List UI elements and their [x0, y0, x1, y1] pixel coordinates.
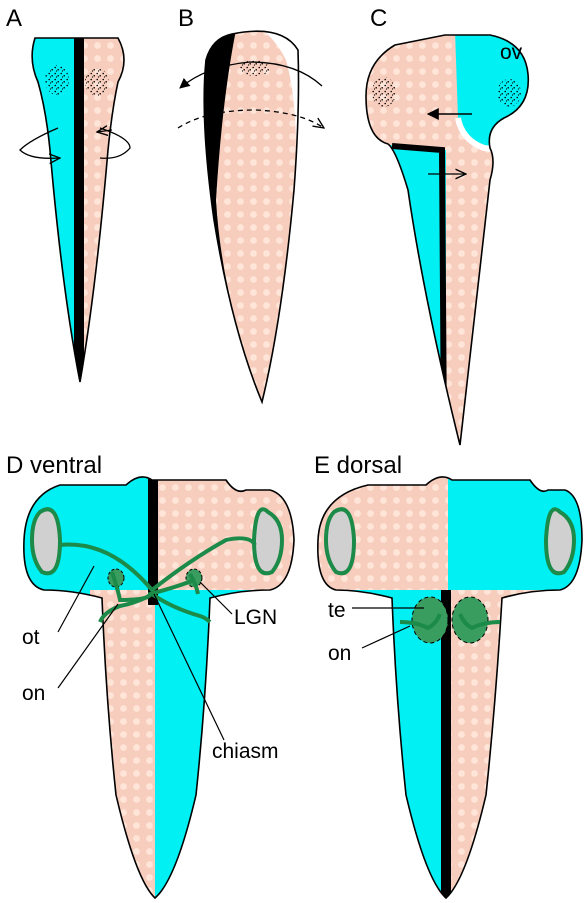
eye-left-d	[32, 509, 60, 573]
eye-field-left-a	[45, 65, 69, 95]
eye-field-left-c	[372, 77, 396, 107]
label-ov: ov	[500, 41, 523, 64]
panel-c-label: C	[370, 5, 387, 32]
panel-a-label: A	[6, 5, 22, 32]
panel-b: B	[178, 5, 324, 420]
panel-b-label: B	[178, 5, 194, 32]
midline-a	[74, 30, 84, 390]
tectum-left	[412, 597, 448, 643]
panel-d: D ventral ot on LGN chiasm	[6, 452, 305, 903]
label-lgn: LGN	[234, 606, 277, 629]
label-on-d: on	[22, 682, 45, 705]
label-on-e: on	[328, 642, 351, 665]
panel-c: C ov	[360, 5, 535, 460]
panel-d-label: D ventral	[6, 452, 102, 479]
eye-field-right-c	[497, 79, 521, 107]
label-te: te	[328, 599, 346, 622]
panel-e-label: E dorsal	[314, 452, 402, 479]
tectum-right	[452, 597, 488, 643]
label-ot: ot	[22, 626, 40, 649]
panel-e: E dorsal te on	[310, 452, 587, 903]
eye-field-right-a	[85, 68, 109, 96]
eye-right-d	[254, 509, 282, 573]
eye-left-e	[326, 509, 354, 573]
label-chiasm: chiasm	[212, 740, 279, 763]
eye-right-e	[546, 509, 574, 573]
panel-a: A	[6, 5, 138, 390]
